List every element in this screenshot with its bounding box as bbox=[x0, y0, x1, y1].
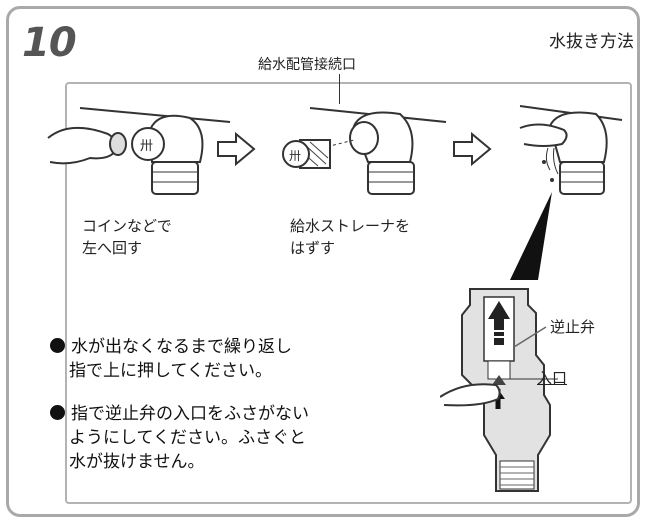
callout-leader-line bbox=[339, 74, 340, 104]
step1-caption-line2: 左へ回す bbox=[82, 239, 143, 257]
step1-illustration: 卅 bbox=[47, 107, 231, 195]
note-2-line2: ようにしてください。ふさぐと bbox=[69, 428, 306, 448]
section-title: 水抜き方法 bbox=[549, 32, 634, 52]
inlet-label: 入口 bbox=[537, 369, 568, 387]
step2-illustration: 卅 bbox=[282, 107, 447, 195]
note-2-line1: 指で逆止弁の入口をふさがない bbox=[71, 404, 309, 424]
bullet-icon bbox=[50, 338, 65, 353]
check-valve-label: 逆止弁 bbox=[550, 318, 596, 336]
note-2-line3: 水が抜けません。 bbox=[69, 452, 205, 472]
step-number: 10 bbox=[22, 20, 77, 66]
step1-caption: コインなどで 左へ回す bbox=[82, 215, 172, 259]
svg-text:卅: 卅 bbox=[289, 149, 301, 163]
note-2: 指で逆止弁の入口をふさがない ようにしてください。ふさぐと 水が抜けません。 bbox=[50, 402, 309, 474]
step2-caption: 給水ストレーナを はずす bbox=[290, 215, 410, 259]
check-valve-cutaway bbox=[440, 288, 558, 492]
callout-label: 給水配管接続口 bbox=[258, 57, 356, 73]
note-1-line1: 水が出なくなるまで繰り返し bbox=[71, 337, 292, 357]
note-1: 水が出なくなるまで繰り返し 指で上に押してください。 bbox=[50, 335, 292, 383]
step3-illustration bbox=[519, 105, 623, 195]
bullet-icon bbox=[50, 405, 65, 420]
step2-caption-line1: 給水ストレーナを bbox=[290, 217, 411, 235]
arrow-right-icon bbox=[217, 132, 256, 166]
zoom-wedge bbox=[510, 192, 552, 280]
svg-text:卅: 卅 bbox=[140, 139, 153, 154]
arrow-right-icon bbox=[453, 132, 492, 166]
step1-caption-line1: コインなどで bbox=[82, 217, 172, 235]
note-1-line2: 指で上に押してください。 bbox=[69, 361, 272, 381]
step2-caption-line2: はずす bbox=[290, 239, 336, 257]
